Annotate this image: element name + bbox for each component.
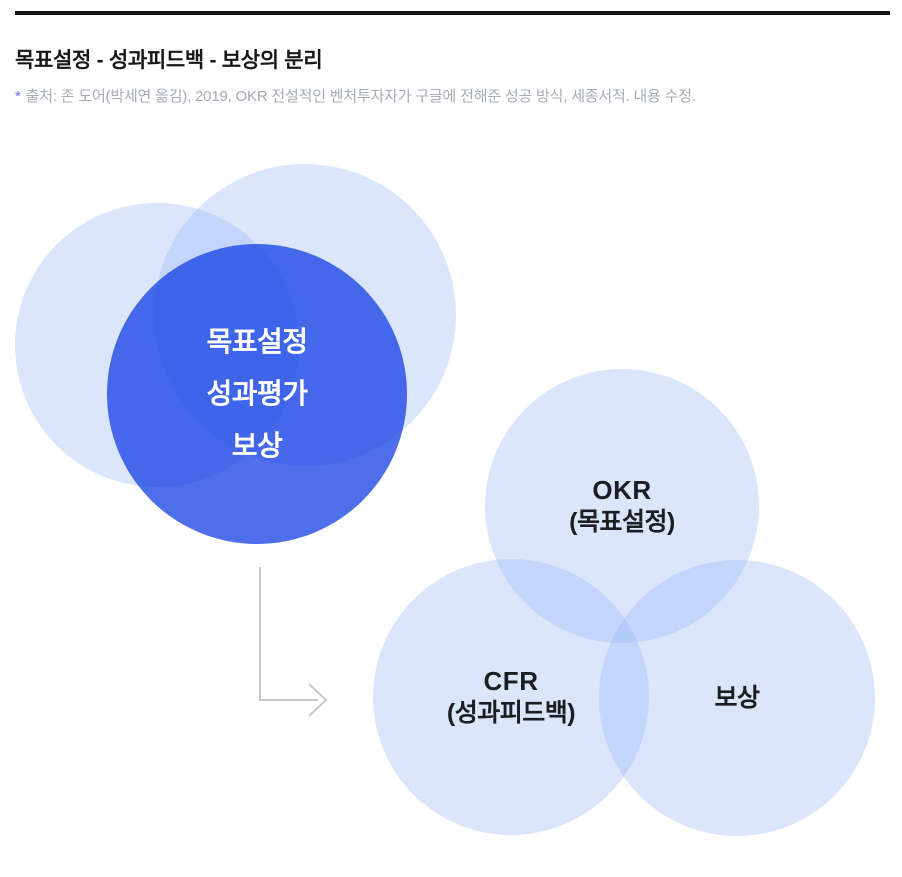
cfr-circle-subtitle: (성과피드백)	[446, 699, 576, 727]
blue-circle-label-compensation: 보상	[231, 430, 283, 461]
okr-circle-title: OKR	[592, 475, 652, 505]
okr-circle-subtitle: (목표설정)	[569, 508, 675, 536]
cfr-circle: CFR (성과피드백)	[373, 559, 649, 835]
citation-asterisk: *	[15, 88, 21, 105]
page-title: 목표설정 - 성과피드백 - 보상의 분리	[15, 49, 323, 73]
elbow-arrow-right-icon	[259, 567, 328, 717]
compensation-circle: 보상	[599, 560, 875, 836]
top-divider-rule	[15, 11, 890, 15]
compensation-circle-label: 보상	[714, 684, 760, 712]
source-citation: *출처: 존 도어(박세연 옮김), 2019, OKR 전설적인 벤처투자자가…	[15, 85, 696, 106]
blue-circle-label-goal-setting: 목표설정	[206, 326, 308, 357]
cfr-circle-title: CFR	[483, 666, 539, 696]
citation-text: 출처: 존 도어(박세연 옮김), 2019, OKR 전설적인 벤처투자자가 …	[25, 88, 696, 105]
okr-circle: OKR (목표설정)	[485, 369, 759, 643]
blue-circle-label-performance-eval: 성과평가	[206, 378, 308, 409]
left-cluster-blue-circle: 목표설정 성과평가 보상	[107, 244, 407, 544]
